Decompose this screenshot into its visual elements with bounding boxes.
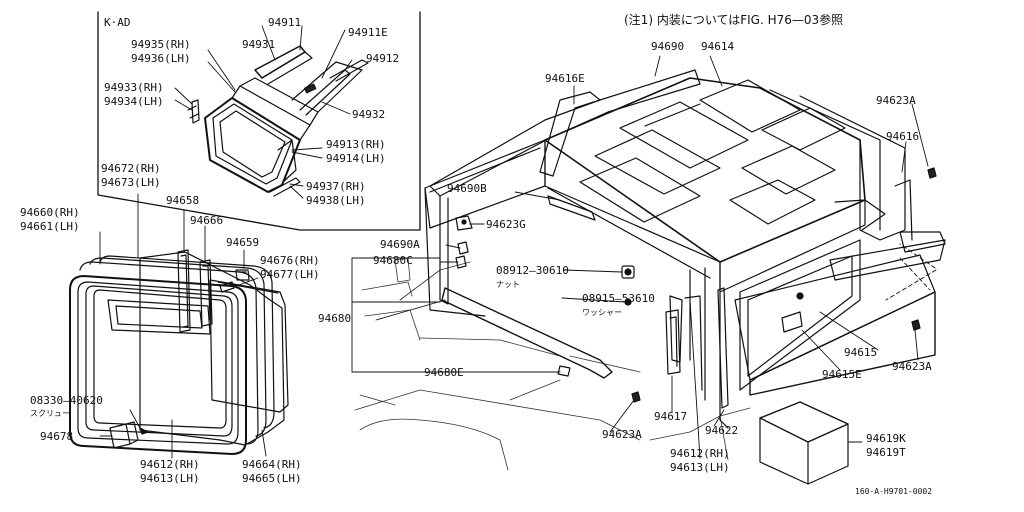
label-94931: 94931 — [242, 38, 276, 51]
label-94617: 94617 — [654, 410, 688, 423]
inset-sunroof-frame — [188, 46, 368, 196]
label-94913: 94913(RH) — [326, 138, 386, 151]
label-94615: 94615 — [844, 346, 878, 359]
label-94937: 94937(RH) — [306, 180, 366, 193]
label-washer: ワッシャー — [582, 308, 622, 317]
label-94912: 94912 — [366, 52, 400, 65]
label-08912-30610: 08912—30610 — [496, 264, 569, 277]
label-94680: 94680 — [318, 312, 352, 325]
label-94622: 94622 — [705, 424, 739, 437]
label-94623A-right: 94623A — [892, 360, 932, 373]
label-94911E: 94911E — [348, 26, 388, 39]
label-94932: 94932 — [352, 108, 386, 121]
reference-note: (注1) 内装についてはFIG. H76—03参照 — [624, 13, 844, 27]
label-94664: 94664(RH) — [242, 458, 302, 471]
label-94680C: 94680C — [373, 254, 413, 267]
label-94680E: 94680E — [424, 366, 464, 379]
label-94665: 94665(LH) — [242, 472, 302, 485]
label-94619T: 94619T — [866, 446, 906, 459]
label-94690: 94690 — [651, 40, 685, 53]
label-94934: 94934(LH) — [104, 95, 164, 108]
label-94623A-top-right: 94623A — [876, 94, 916, 107]
label-94616E: 94616E — [545, 72, 585, 85]
main-leader-lines — [352, 56, 936, 458]
label-94616: 94616 — [886, 130, 920, 143]
label-screw: スクリュー — [30, 409, 70, 418]
label-94613-left: 94613(LH) — [140, 472, 200, 485]
label-94658: 94658 — [166, 194, 200, 207]
label-94660: 94660(RH) — [20, 206, 80, 219]
label-94623G: 94623G — [486, 218, 526, 231]
label-94615E: 94615E — [822, 368, 862, 381]
inset-title: K·AD — [104, 16, 131, 29]
label-94911: 94911 — [268, 16, 302, 29]
side-window-small-parts — [110, 250, 249, 448]
label-94914: 94914(LH) — [326, 152, 386, 165]
label-94659: 94659 — [226, 236, 260, 249]
label-94936: 94936(LH) — [131, 52, 191, 65]
inset-leader-lines — [175, 26, 352, 198]
label-94623A-bottom: 94623A — [602, 428, 642, 441]
label-94938: 94938(LH) — [306, 194, 366, 207]
label-94612-left: 94612(RH) — [140, 458, 200, 471]
label-94619K: 94619K — [866, 432, 906, 445]
label-08915-53610: 08915—53610 — [582, 292, 655, 305]
label-08330-40620: 08330—40620 — [30, 394, 103, 407]
label-94666: 94666 — [190, 214, 224, 227]
label-nut: ナット — [496, 280, 520, 289]
label-94613-right: 94613(LH) — [670, 461, 730, 474]
drawing-code: 160-A-H9701-0002 — [855, 487, 933, 496]
label-94661: 94661(LH) — [20, 220, 80, 233]
box-part-94619 — [760, 402, 848, 484]
label-94672: 94672(RH) — [101, 162, 161, 175]
label-94677: 94677(LH) — [260, 268, 320, 281]
label-94933: 94933(RH) — [104, 81, 164, 94]
label-94678: 94678 — [40, 430, 74, 443]
vehicle-body-outline — [355, 258, 750, 470]
inset-box — [98, 12, 420, 230]
side-window-frame-stack — [70, 256, 274, 454]
label-94673: 94673(LH) — [101, 176, 161, 189]
label-94676: 94676(RH) — [260, 254, 320, 267]
label-94690B: 94690B — [447, 182, 487, 195]
label-94690A: 94690A — [380, 238, 420, 251]
side-window-leader-lines — [100, 194, 266, 458]
label-94614: 94614 — [701, 40, 735, 53]
label-94612-right: 94612(RH) — [670, 447, 730, 460]
fasteners — [456, 168, 936, 402]
hardtop-main — [425, 70, 945, 428]
label-94935: 94935(RH) — [131, 38, 191, 51]
